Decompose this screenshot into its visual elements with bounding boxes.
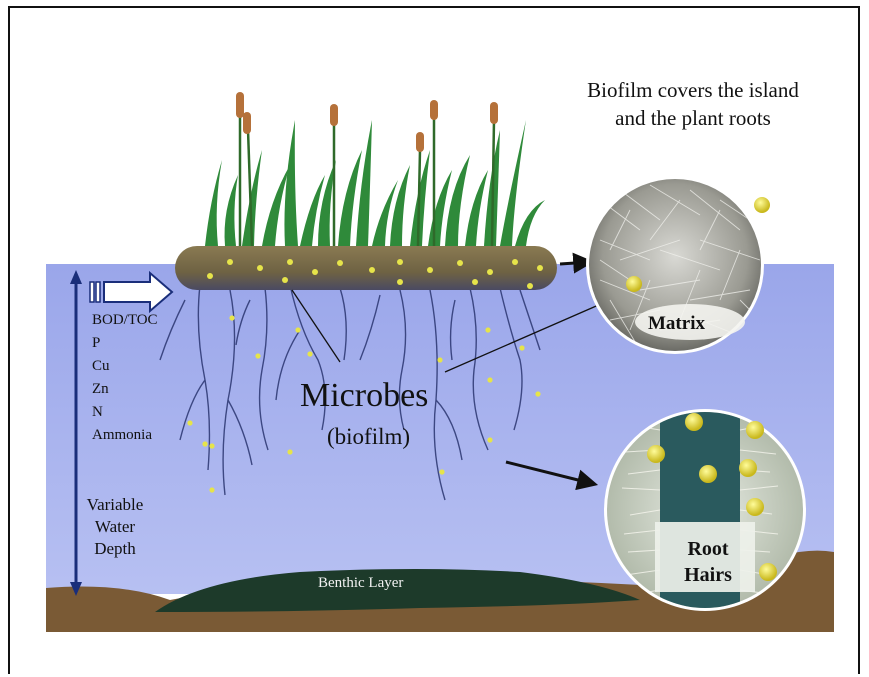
matrix-label: Matrix (648, 313, 705, 335)
floating-island (175, 246, 557, 290)
root-hairs-label: Root Hairs (668, 536, 748, 588)
pollutant-item: Cu (92, 355, 158, 378)
root-hairs-label-line-2: Hairs (668, 562, 748, 588)
microbes-label: Microbes (300, 377, 428, 415)
caption-line-2: and the plant roots (548, 104, 838, 132)
depth-label: Variable Water Depth (80, 494, 150, 560)
pollutant-item: Ammonia (92, 424, 158, 447)
biofilm-label: (biofilm) (327, 424, 410, 450)
caption: Biofilm covers the island and the plant … (548, 76, 838, 132)
pollutant-item: P (92, 332, 158, 355)
pollutant-item: BOD/TOC (92, 309, 158, 332)
plants (205, 92, 545, 246)
depth-label-line-2: Water (80, 516, 150, 538)
depth-label-line-3: Depth (80, 538, 150, 560)
pollutant-item: N (92, 401, 158, 424)
depth-label-line-1: Variable (80, 494, 150, 516)
benthic-layer-label: Benthic Layer (318, 575, 403, 592)
caption-line-1: Biofilm covers the island (548, 76, 838, 104)
pollutant-item: Zn (92, 378, 158, 401)
root-hairs-label-line-1: Root (668, 536, 748, 562)
pollutant-list: BOD/TOC P Cu Zn N Ammonia (92, 309, 158, 447)
